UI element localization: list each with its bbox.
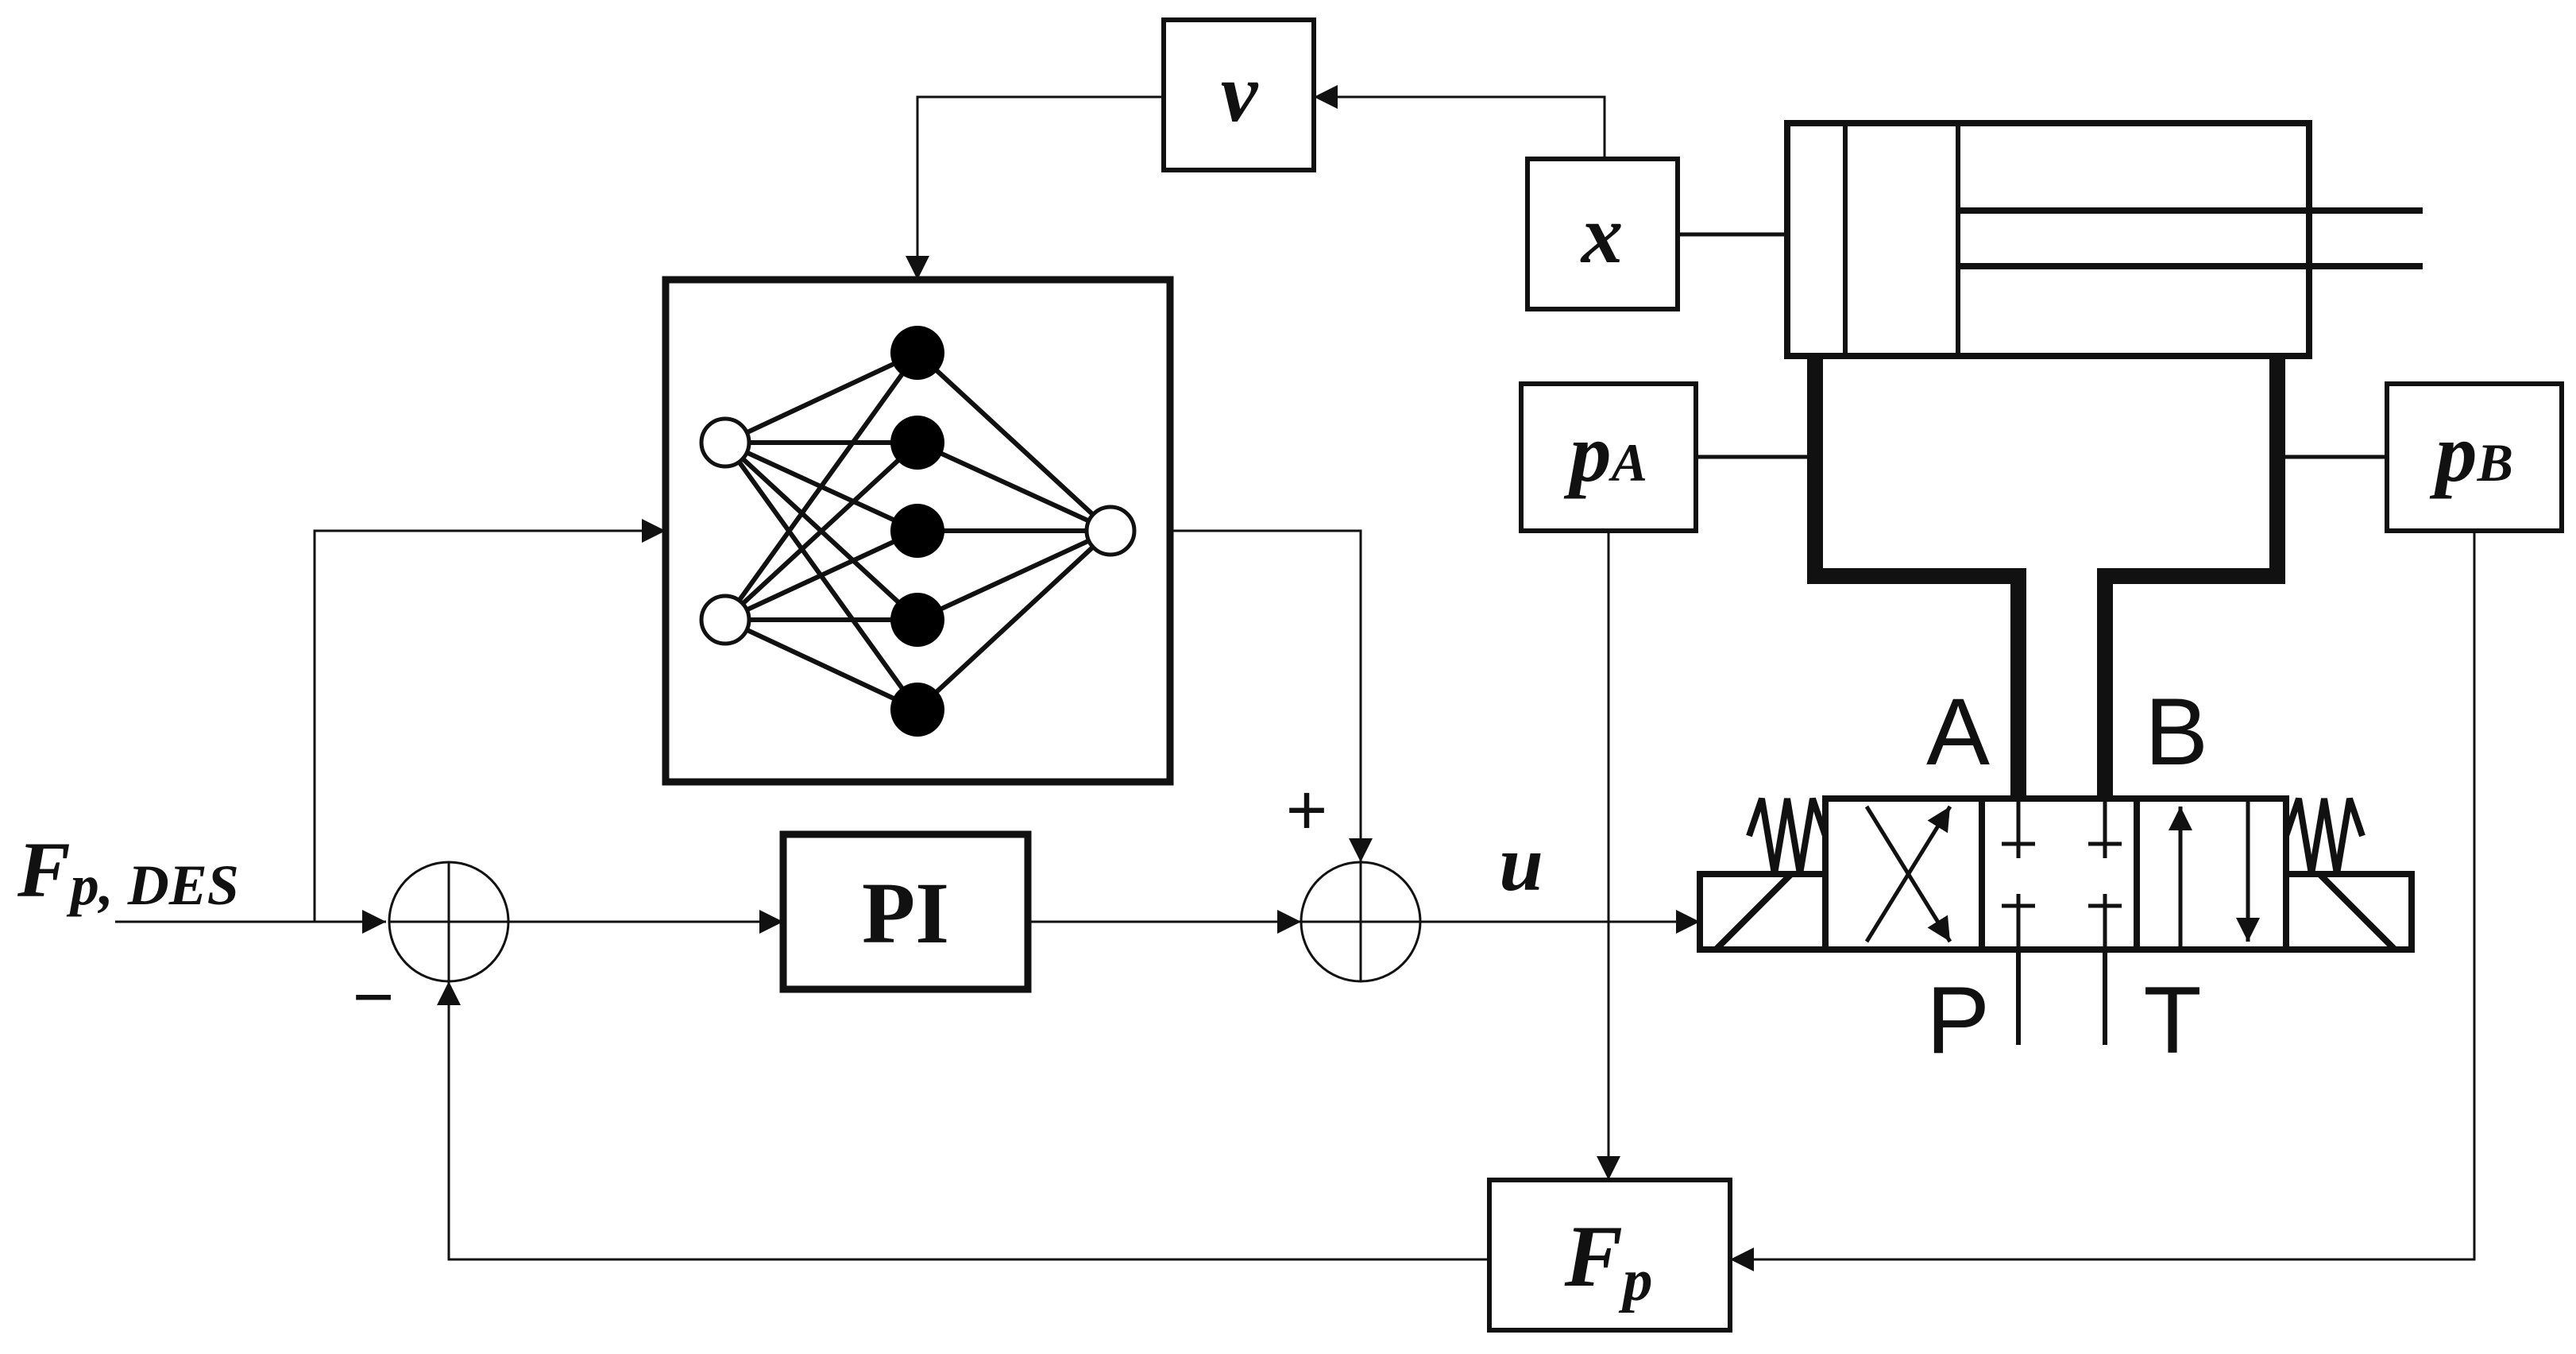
desired-force-label: Fp, DES (17, 826, 239, 917)
output-neuron (1084, 505, 1137, 557)
hidden-neuron (890, 416, 944, 470)
pressure-a-block: pA (1519, 381, 1698, 533)
velocity-label: v (1221, 46, 1259, 139)
port-t-label: T (2143, 967, 2201, 1074)
hydraulic-lines (1807, 356, 2285, 799)
control-input-label: u (1499, 819, 1543, 907)
port-b-label: B (2145, 679, 2208, 785)
network-connections (723, 350, 1113, 712)
force-calc-main: F (1564, 1208, 1623, 1305)
hidden-neuron (890, 683, 944, 737)
pressure-a-main: p (1563, 406, 1612, 499)
hidden-neuron (890, 504, 944, 558)
summing-junction-output (1300, 861, 1422, 983)
pi-label: PI (862, 865, 949, 961)
pressure-b-main: p (2429, 406, 2478, 499)
directional-valve (1697, 795, 2415, 1045)
hydraulic-cylinder (1678, 120, 2423, 359)
hidden-neuron (890, 593, 944, 647)
velocity-block: v (1161, 17, 1316, 172)
position-block: x (1525, 157, 1680, 311)
force-calc-block: Fp (1487, 1178, 1732, 1333)
svg-text:pA: pA (1563, 406, 1647, 499)
pi-controller-block: PI (779, 830, 1032, 993)
pressure-b-subscript: B (2477, 432, 2513, 493)
summing-junction-error (388, 861, 510, 983)
minus-sign: − (353, 957, 395, 1037)
position-label: x (1580, 188, 1624, 280)
desired-force-subscript: p, DES (66, 853, 239, 917)
input-neuron (699, 594, 751, 646)
signal-lines (115, 85, 2476, 1271)
svg-text:Fp: Fp (1564, 1208, 1653, 1313)
neural-network-block (662, 276, 1174, 786)
svg-text:pB: pB (2429, 406, 2513, 499)
force-calc-subscript: p (1618, 1248, 1653, 1313)
input-neuron (699, 416, 751, 469)
desired-force-main: F (17, 826, 71, 914)
pressure-b-block: pB (2385, 381, 2564, 533)
hidden-neuron (890, 326, 944, 380)
port-a-label: A (1926, 679, 1990, 785)
port-p-label: P (1926, 967, 1990, 1074)
plus-sign: + (1286, 771, 1328, 850)
pressure-a-subscript: A (1609, 432, 1647, 493)
